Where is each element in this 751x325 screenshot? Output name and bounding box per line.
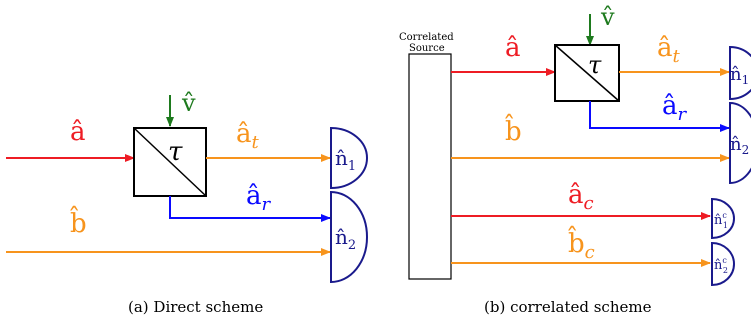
detector-1-b [729,45,751,101]
input-b-label-a: b̂ [70,205,87,239]
detector-2-b [729,101,751,185]
detector-c1 [711,197,735,240]
detector-2-label-b: n̂2 [730,134,749,157]
vacuum-label-a: v̂ [181,89,196,117]
detector-1-label-a: n̂1 [335,146,356,174]
caption-a: (a) Direct scheme [128,298,263,316]
corr-a-label: âc [568,180,594,214]
reflected-beam-b [589,101,730,132]
reflected-label-a: âr [246,181,272,215]
reflected-beam-a [169,196,331,222]
detector-1-label-b: n̂1 [730,64,749,87]
input-a-label: â [70,117,86,147]
source-label-line1: Correlated [399,32,454,43]
vacuum-label-b: v̂ [600,3,615,31]
panel-b: Correlated Source v̂ â τ ât âr b̂ âc b̂c… [399,3,751,316]
detector-2-label-a: n̂2 [335,225,356,253]
beamsplitter-diagonal-a [133,127,207,197]
transmitted-label-a: ât [236,119,260,153]
source-label-line2: Source [409,43,445,54]
beamsplitter-diagonal-b [554,44,620,102]
caption-b: (b) correlated scheme [484,298,652,316]
input-b-label-b: b̂ [505,113,522,147]
detector-c2 [711,241,735,287]
input-a-label-b: â [505,33,521,63]
transmitted-label-b: ât [657,33,681,67]
beamsplitter-tau-a: τ [168,137,183,167]
corr-b-label: b̂c [568,225,595,263]
beamsplitter-tau-b: τ [588,51,602,79]
detector-1-a [330,126,368,190]
reflected-label-b: âr [662,91,688,125]
correlated-source-box [408,53,452,280]
panel-a: v̂ â τ ât âr b̂ n̂1 n̂2 (a) Direct schem… [6,89,368,316]
detector-2-a [330,190,368,284]
